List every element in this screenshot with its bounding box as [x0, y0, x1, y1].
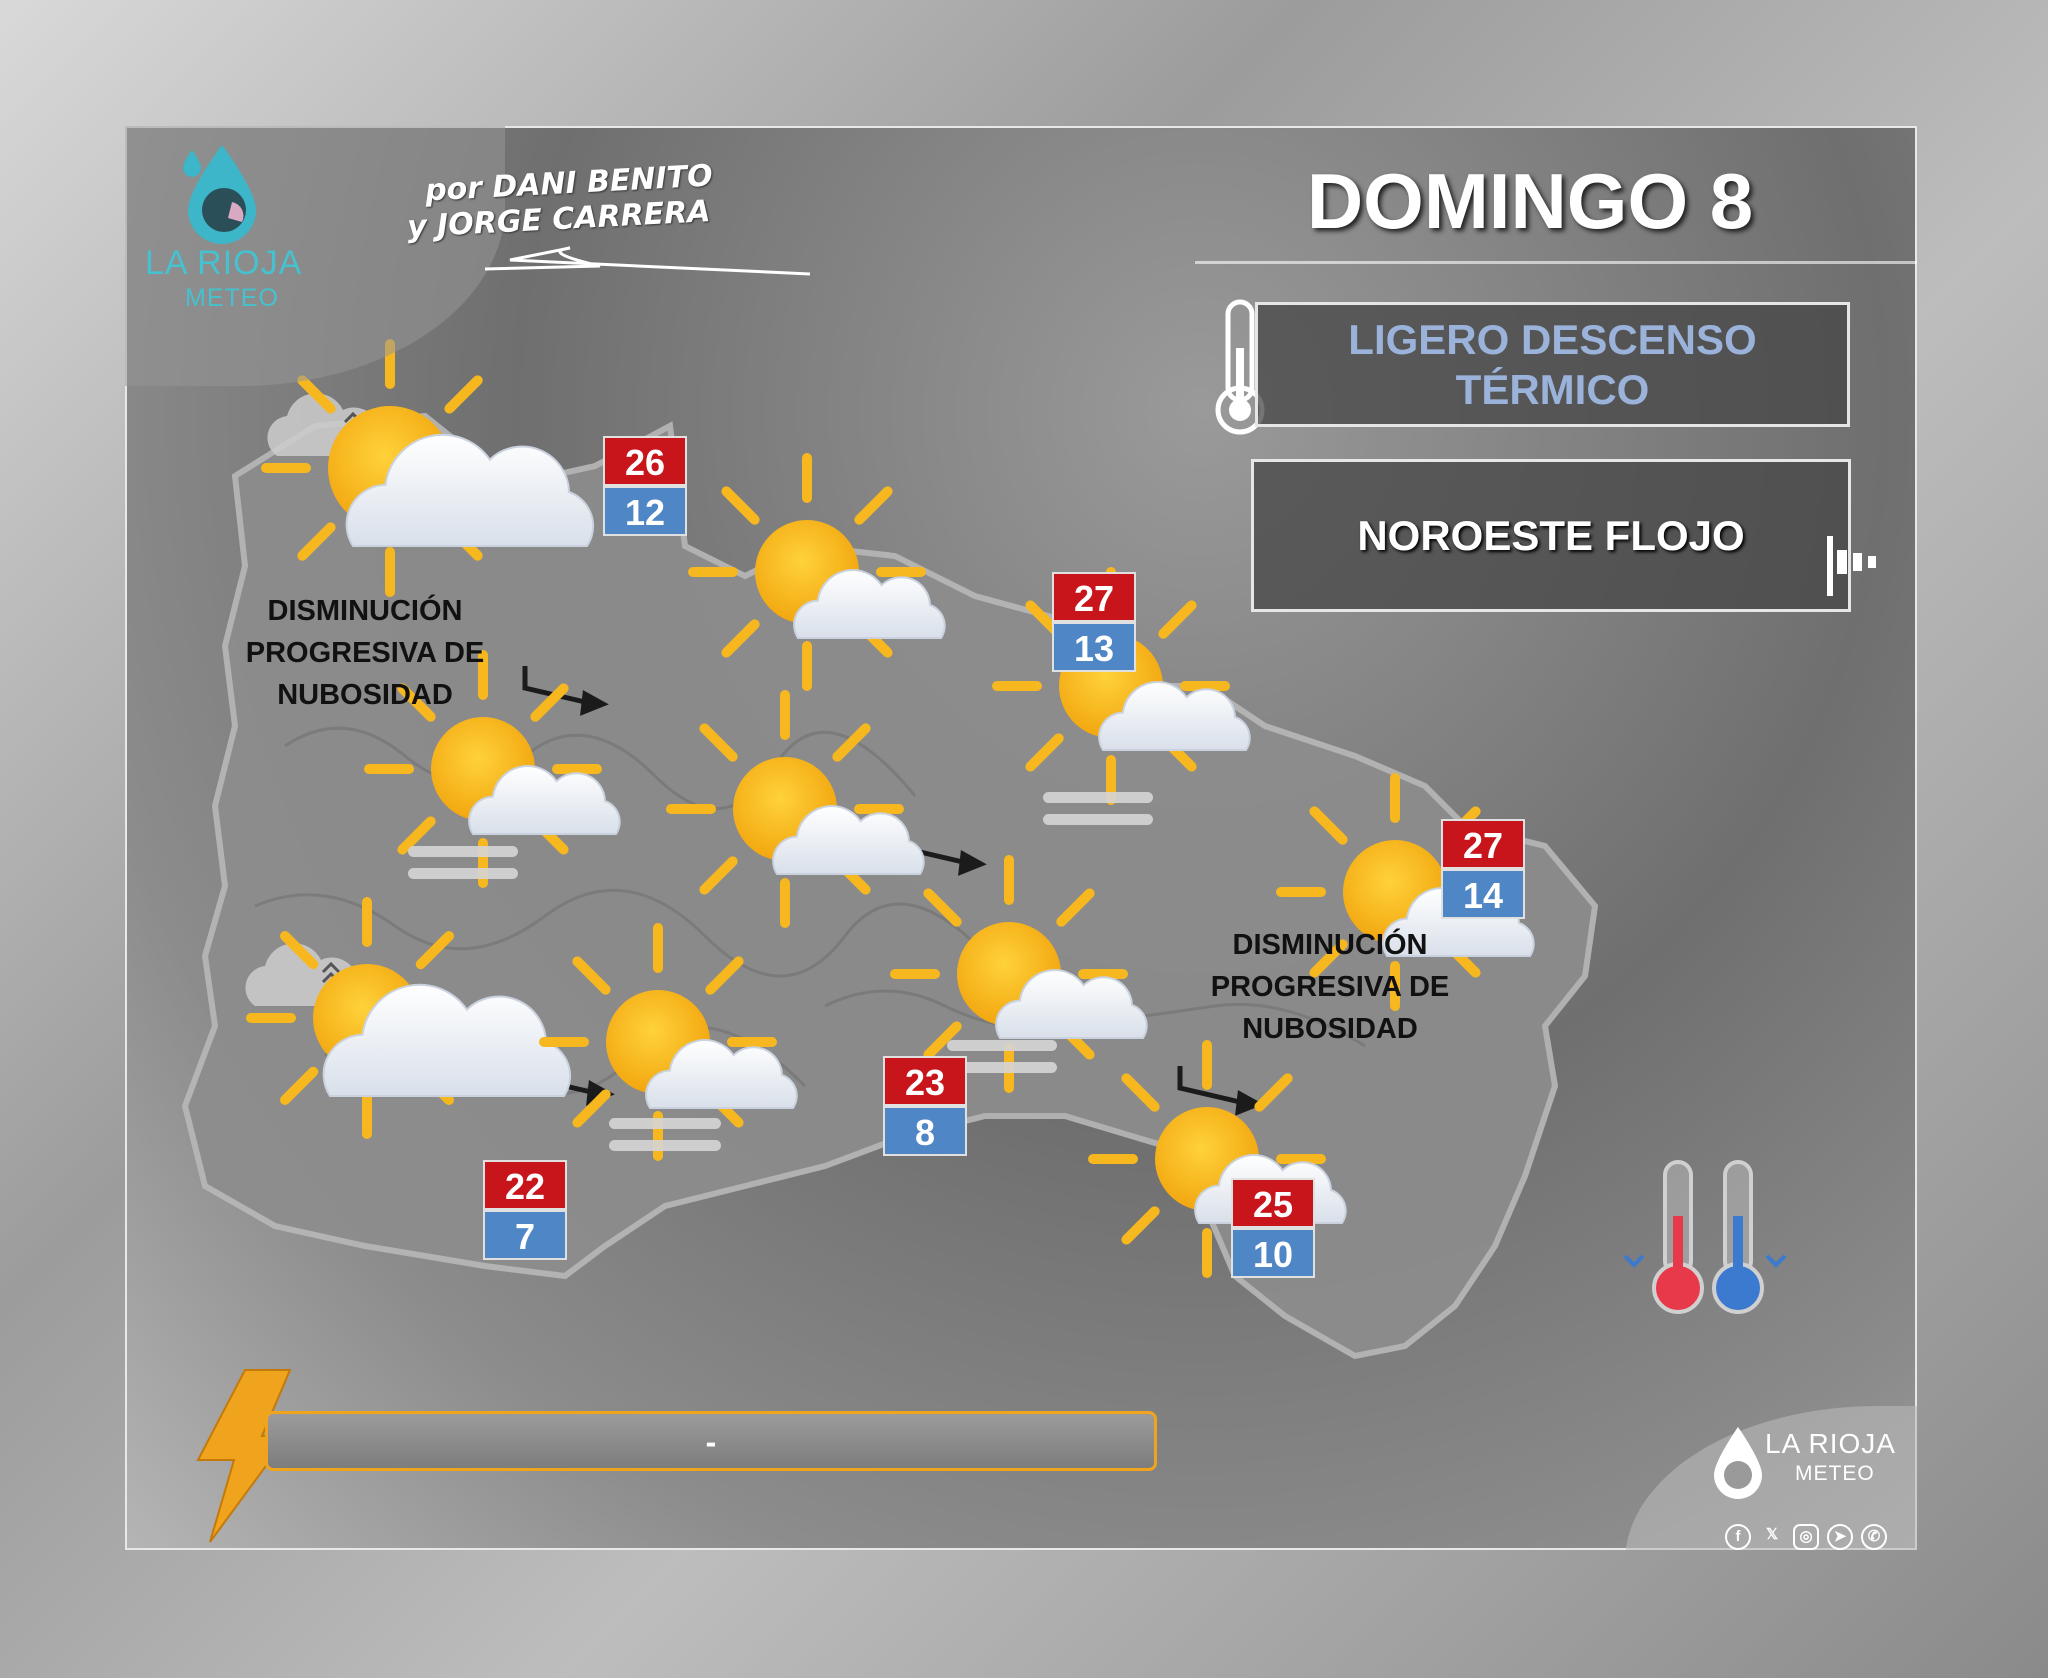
temp-max: 27 [1441, 819, 1525, 869]
forecast-panel: LA RIOJA METEO por DANI BENITO y JORGE C… [125, 126, 1917, 1550]
forecast-note-2: DISMINUCIÓN PROGRESIVA DE NUBOSIDAD [1200, 924, 1460, 1050]
sun-cloud-icon [245, 897, 572, 1139]
note-line: PROGRESIVA DE [245, 637, 485, 669]
note-line: DISMINUCIÓN [1232, 929, 1428, 961]
water-drop-logo-icon [183, 145, 256, 244]
footer-drop-logo-icon [1714, 1427, 1762, 1499]
temperature-trend-box: LIGERO DESCENSO TÉRMICO [1255, 302, 1850, 427]
sun-cloud-fog-icon [364, 650, 621, 888]
signature-mark [484, 246, 811, 276]
wind-label: NOROESTE FLOJO [1357, 511, 1745, 559]
forecast-note-1: DISMINUCIÓN PROGRESIVA DE NUBOSIDAD [235, 590, 495, 716]
facebook-icon[interactable]: f [1725, 1524, 1751, 1550]
page-title: DOMINGO 8 [1306, 157, 1754, 245]
temp-max: 25 [1231, 1178, 1315, 1228]
x-icon[interactable]: 𝕏 [1765, 1526, 1779, 1543]
temp-box-4: 23 8 [883, 1056, 967, 1156]
note-line: NUBOSIDAD [1242, 1013, 1418, 1045]
footer-logo-subname: METEO [1795, 1462, 1875, 1485]
temp-box-3: 27 14 [1441, 819, 1525, 919]
note-line: NUBOSIDAD [277, 679, 453, 711]
logo-subname: METEO [185, 284, 279, 312]
temperature-thermometers-icon [1623, 1160, 1787, 1314]
sun-cloud-fog-icon [890, 855, 1148, 1093]
temp-max: 22 [483, 1160, 567, 1210]
temp-box-2: 27 13 [1052, 572, 1136, 672]
storm-info-text: - [705, 1424, 717, 1460]
temp-box-5: 22 7 [483, 1160, 567, 1260]
note-line: DISMINUCIÓN [267, 595, 463, 627]
thermometer-icon [1215, 299, 1265, 435]
wind-box: NOROESTE FLOJO [1251, 459, 1851, 612]
temperature-trend-line-1: LIGERO DESCENSO [1348, 315, 1757, 363]
temp-min: 8 [883, 1106, 967, 1156]
temp-box-1: 26 12 [603, 436, 687, 536]
temp-max: 26 [603, 436, 687, 486]
temp-max: 27 [1052, 572, 1136, 622]
title-divider [1195, 261, 1917, 264]
temperature-trend-line-2: TÉRMICO [1455, 365, 1650, 413]
weather-icons-layer [245, 339, 1535, 1278]
instagram-icon[interactable]: ◎ [1793, 1524, 1819, 1550]
sun-cloud-icon [688, 453, 946, 691]
sun-cloud-icon [261, 339, 595, 597]
temp-min: 12 [603, 486, 687, 536]
temp-box-6: 25 10 [1231, 1178, 1315, 1278]
temp-min: 10 [1231, 1228, 1315, 1278]
sun-cloud-fog-icon [539, 923, 798, 1161]
wind-sock-icon [1827, 536, 1876, 596]
whatsapp-icon[interactable]: ✆ [1861, 1524, 1887, 1550]
sun-cloud-icon [666, 690, 925, 928]
logo-name: LA RIOJA [145, 244, 303, 282]
note-line: PROGRESIVA DE [1210, 971, 1450, 1003]
temp-min: 7 [483, 1210, 567, 1260]
storm-info-bar: - [265, 1411, 1157, 1471]
telegram-icon[interactable]: ➤ [1827, 1524, 1853, 1550]
temp-min: 14 [1441, 869, 1525, 919]
footer-logo-name: LA RIOJA [1765, 1428, 1896, 1459]
temp-max: 23 [883, 1056, 967, 1106]
temp-min: 13 [1052, 622, 1136, 672]
